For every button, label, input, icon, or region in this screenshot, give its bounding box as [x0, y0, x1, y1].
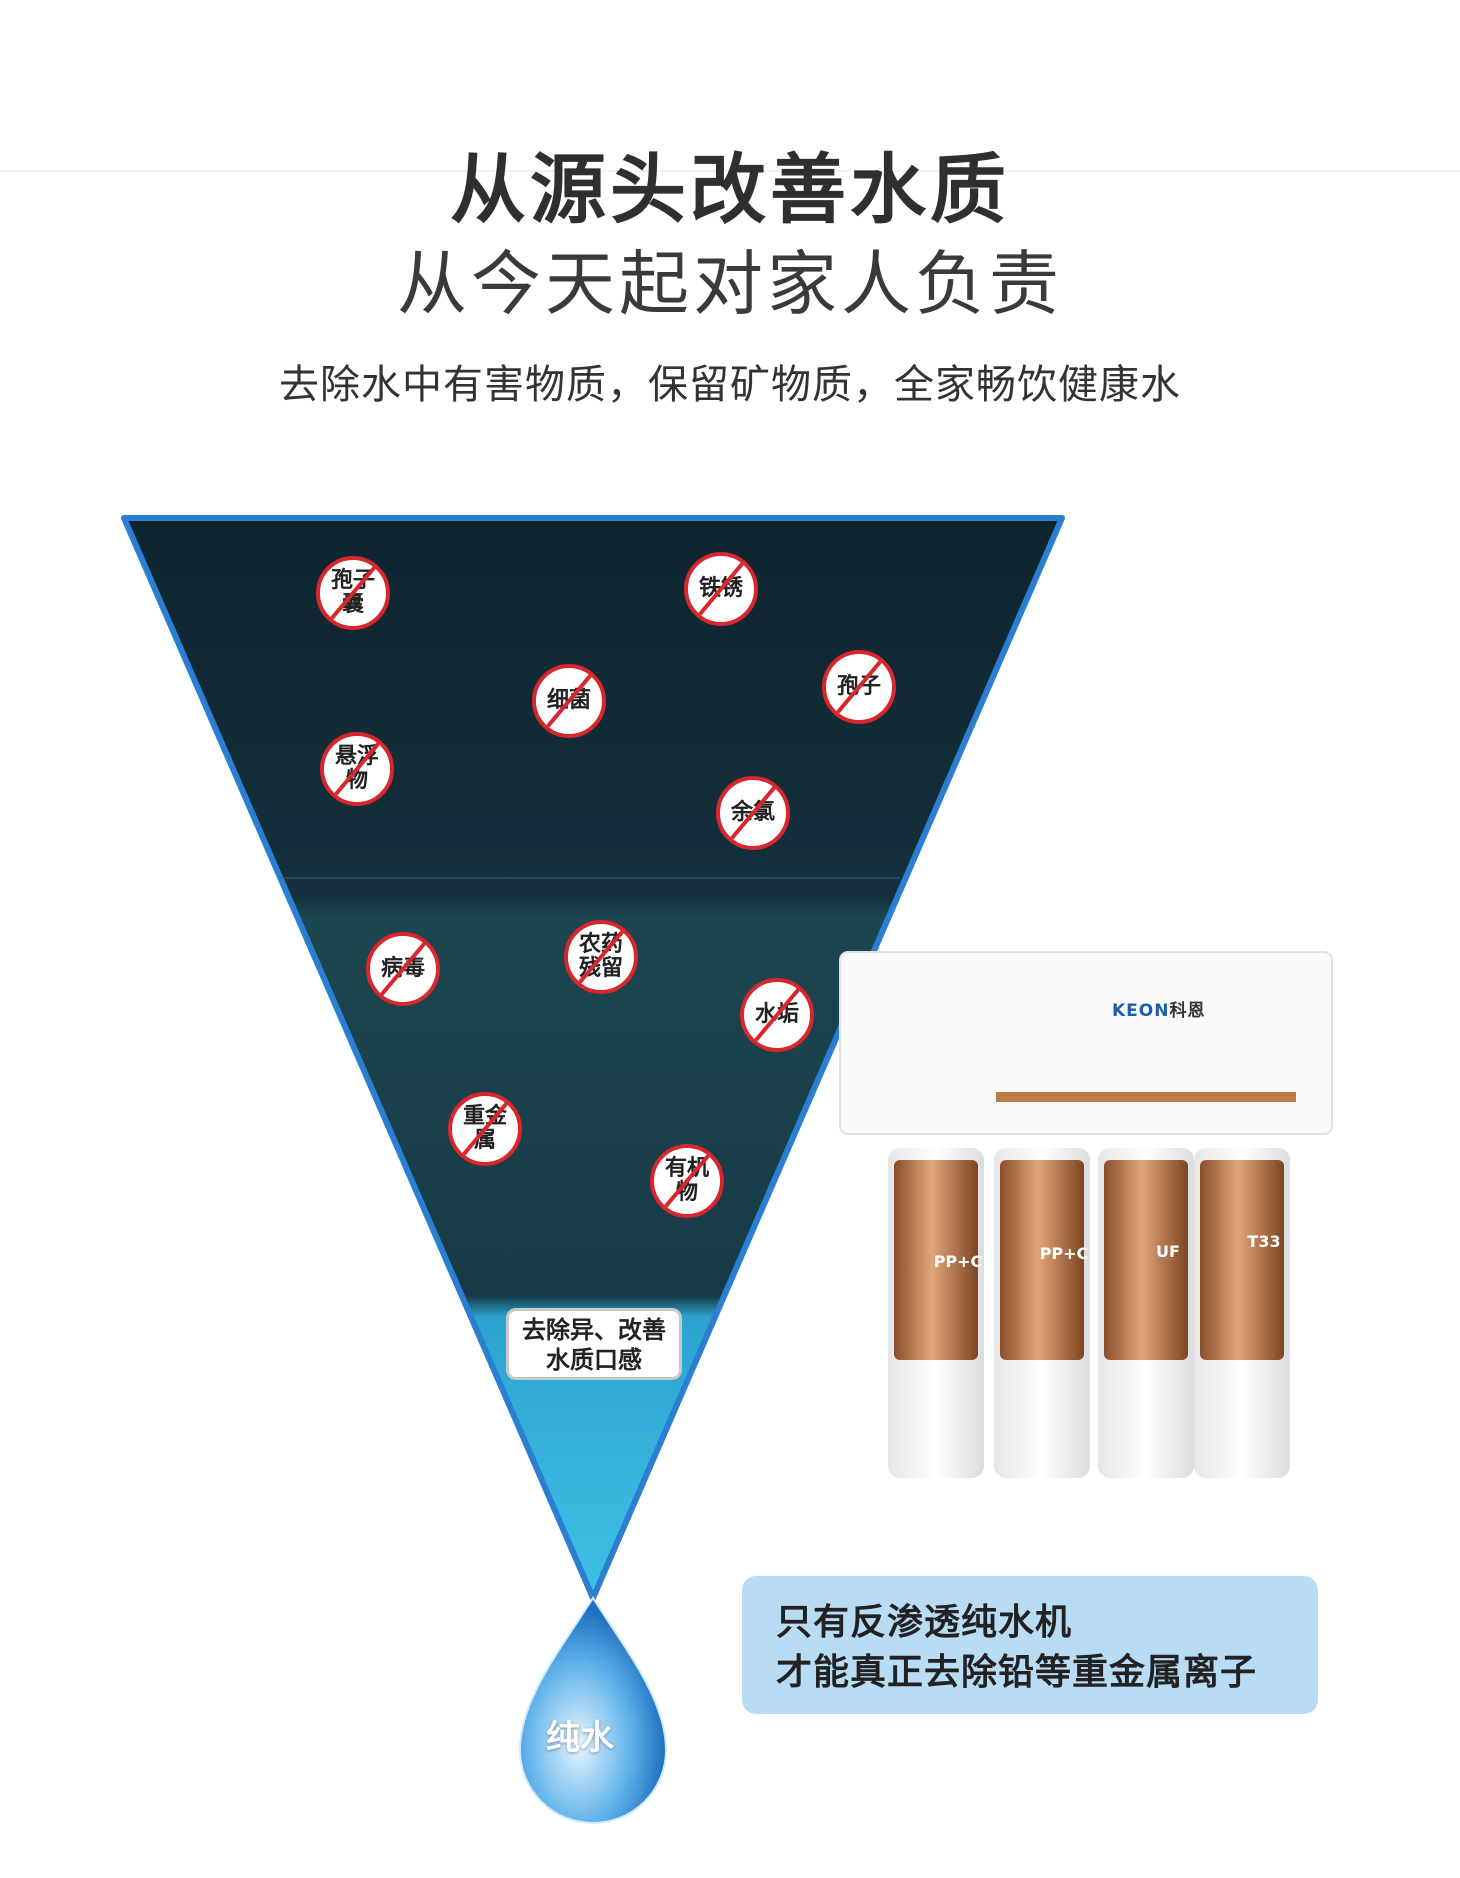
callout-line-1: 去除异、改善 [522, 1316, 666, 1344]
contaminant-label: 孢子 [836, 674, 881, 699]
copper-trim [996, 1092, 1296, 1102]
callout-line-2: 水质口感 [546, 1346, 642, 1374]
info-line-2: 才能真正去除铅等重金属离子 [776, 1652, 1258, 1693]
contaminant-label: 农药残留 [578, 932, 623, 981]
filter-label: T33 [1247, 1232, 1281, 1251]
filter-cartridge [994, 1148, 1090, 1478]
no-sign-icon: 悬浮物 [320, 732, 394, 806]
brand-name-en: KEON [1112, 1001, 1170, 1021]
no-sign-icon: 农药残留 [564, 920, 638, 994]
filter-cartridge [888, 1148, 984, 1478]
contaminant-label: 水垢 [754, 1002, 799, 1027]
no-sign-icon: 余氯 [716, 776, 790, 850]
filter-cartridge [1098, 1148, 1194, 1478]
filter-label: UF [1156, 1242, 1180, 1261]
purifier-housing [839, 951, 1333, 1135]
no-sign-icon: 铁锈 [684, 552, 758, 626]
contaminant-label: 细菌 [546, 688, 591, 713]
water-quality-callout: 去除异、改善 水质口感 [506, 1308, 682, 1380]
page-subtitle: 去除水中有害物质，保留矿物质，全家畅饮健康水 [279, 362, 1181, 408]
page-title: 从源头改善水质 [450, 145, 1010, 234]
contaminant-label: 余氯 [730, 800, 775, 825]
no-sign-icon: 病毒 [366, 932, 440, 1006]
filter-label: PP+C [933, 1252, 983, 1271]
brand-name-cn: 科恩 [1169, 1001, 1206, 1021]
no-sign-icon: 重金属 [448, 1092, 522, 1166]
brand-logo: KEON科恩 [1112, 996, 1205, 1021]
header-divider [0, 170, 1460, 172]
no-sign-icon: 细菌 [532, 664, 606, 738]
no-sign-icon: 有机物 [650, 1144, 724, 1218]
info-line-1: 只有反渗透纯水机 [776, 1602, 1073, 1643]
water-drop-icon [518, 1596, 668, 1824]
contaminant-label: 孢子囊 [330, 568, 375, 617]
filter-label: PP+C [1039, 1244, 1089, 1263]
no-sign-icon: 孢子 [822, 650, 896, 724]
water-purifier-image [839, 951, 1333, 1478]
drop-label: 纯水 [546, 1718, 614, 1758]
contaminant-label: 有机物 [664, 1156, 709, 1205]
no-sign-icon: 孢子囊 [316, 556, 390, 630]
contaminant-label: 悬浮物 [334, 744, 379, 793]
ro-info-box: 只有反渗透纯水机 才能真正去除铅等重金属离子 [742, 1576, 1318, 1714]
no-sign-icon: 水垢 [740, 978, 814, 1052]
filter-cartridge [1194, 1148, 1290, 1478]
contaminant-label: 铁锈 [698, 576, 743, 601]
contaminant-label: 重金属 [462, 1104, 507, 1153]
page-title-secondary: 从今天起对家人负责 [397, 243, 1063, 325]
contaminant-label: 病毒 [380, 956, 425, 981]
